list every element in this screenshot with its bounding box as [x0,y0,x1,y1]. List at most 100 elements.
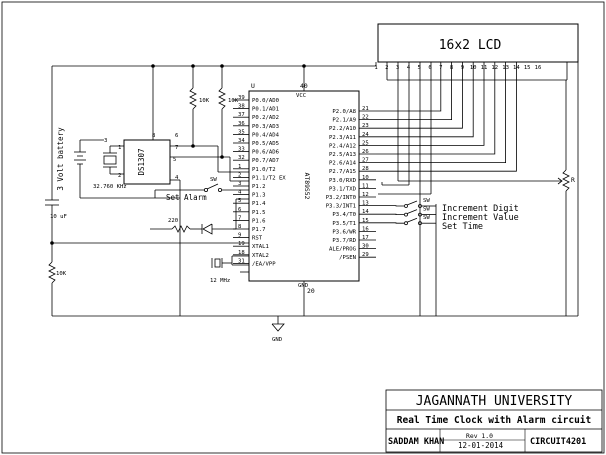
alarm-sw-label: SW [210,177,217,183]
mcu-left-pin-num: 35 [238,129,245,135]
switch-contact [404,221,408,226]
lcd-pin-6: 6 [428,65,431,71]
lcd-pin-5: 5 [418,65,421,71]
junction-scl [191,144,195,148]
mcu-left-pin-label: RST [252,236,263,242]
title-author: SADDAM KHAN [388,437,444,447]
mcu-right-pin-num: 11 [362,183,369,189]
lcd-pin-15: 15 [524,65,531,71]
set-time-label: Set Time [442,222,483,232]
reset-resistor-label: 10K [56,271,67,277]
rtc-pin4: 4 [175,175,179,181]
mcu-left-pin-label: P0.6/AD6 [252,150,279,156]
rtc-pin2: 2 [118,173,121,179]
mcu-left-pin-num: 5 [238,198,241,204]
switch-contact [418,204,422,208]
rtc-pin6: 6 [175,133,178,139]
mcu-right-pin-label: P3.1/TXD [329,186,357,192]
switch-sw-label: SW [423,198,430,204]
mcu-left-pin-num: 31 [238,258,245,264]
mcu-left-pin-label: XTAL2 [252,253,269,259]
set-alarm-switch[interactable] [206,183,219,190]
p3-switch[interactable] [406,209,418,214]
pullup-1-label: 10K [199,98,210,104]
rtc-pin3: 3 [104,138,107,144]
mcu-left-pin-label: P1.2 [252,184,265,190]
lcd-body [377,23,579,63]
junction-rst [50,241,54,245]
title-name: Real Time Clock with Alarm circuit [397,415,591,426]
ground-label: GND [272,337,283,343]
mcu-right-pin-label: P3.6/WR [332,229,356,235]
ground-symbol [271,323,285,332]
mcu-left-pin-num: 38 [238,104,245,110]
rtc-part: DS1307 [137,148,146,175]
mcu-right-pin-label: P3.5/T1 [332,221,356,227]
mcu-gnd-pin: 20 [307,287,315,295]
mcu-right-pin-label: P3.3/INT1 [326,204,356,210]
mcu-left-pin-num: 4 [238,190,242,196]
pot-wiper-arrow [557,177,563,185]
rtc-pin8: 8 [152,133,156,139]
lcd-title: 16x2 LCD [439,38,502,53]
mcu-right-pin-num: 26 [362,149,369,155]
mcu-right-pin-num: 21 [362,106,369,112]
mcu-gnd-label: GND [298,283,309,289]
mcu-right-pin-num: 24 [362,132,369,138]
lcd-data-line [376,62,474,138]
mcu-left-pin-label: P0.1/AD1 [252,107,279,113]
pullup-2-label: 10K [228,98,239,104]
p3-switch-group: SW SW SW [376,198,436,226]
mcu-left-pin-label: P1.3 [252,193,265,199]
mcu-right-pin-num: 30 [362,244,369,250]
mcu-right-pin-num: 14 [362,209,369,215]
mcu-right-pin-label: P2.3/A11 [329,135,356,141]
mcu-left-pin-label: P0.3/AD3 [252,124,279,130]
mcu-right-pin-num: 16 [362,226,369,232]
rtc-chip: DS1307 1 2 6 7 4 8 5 3 [104,133,179,185]
mcu-u-label: U [251,82,255,90]
mcu-left-pin-label: P0.0/AD0 [252,98,279,104]
lcd-data-bus [376,62,517,172]
mcu-right-pin-label: P3.7/RD [332,238,356,244]
mcu-right-pin-label: P2.6/A14 [329,161,357,167]
mcu-right-pin-num: 28 [362,166,369,172]
title-org: JAGANNATH UNIVERSITY [416,394,573,409]
p3-switch[interactable] [406,200,418,206]
mcu-left-pin-num: 6 [238,207,241,213]
switch-sw-label: SW [423,207,430,213]
p3-switch[interactable] [406,217,418,223]
rtc-pin7: 7 [175,145,178,151]
mcu-right-pin-num: 25 [362,140,369,146]
mcu-right-pin-num: 17 [362,235,369,241]
led-resistor-label: 220 [168,218,178,224]
junction-rtc [151,64,155,68]
mcu-left-pin-label: P1.6 [252,218,265,224]
mcu-left-pin-num: 18 [238,250,245,256]
mcu-vcc-label: VCC [296,93,306,99]
mcu-left-pin-num: 32 [238,155,245,161]
mcu-right-pin-num: 22 [362,115,369,121]
mcu-right-pin-num: 12 [362,192,369,198]
mcu-left-pin-num: 3 [238,181,241,187]
mcu-right-pin-label: P2.1/A9 [332,118,356,124]
mcu-left-pin-label: P0.4/AD4 [252,132,280,138]
lcd-data-line [376,62,496,155]
lcd-data-line [376,62,453,120]
mcu-left-pin-label: P0.2/AD2 [252,115,279,121]
mcu-left-pin-label: P0.7/AD7 [252,158,279,164]
mcu-left-pin-num: 1 [238,164,241,170]
junction-r1 [191,64,195,68]
battery-label: 3 Volt battery [56,127,65,191]
switch-contact [418,221,422,226]
switch-sw-label: SW [423,215,430,221]
mcu-right-pin-label: P2.0/A8 [332,109,356,115]
title-block: JAGANNATH UNIVERSITY Real Time Clock wit… [385,389,603,453]
mcu-right-pin-num: 15 [362,218,369,224]
mcu-left-pin-num: 36 [238,121,245,127]
mcu-left-pin-num: 2 [238,172,241,178]
alarm-sw-contact-1 [203,187,208,192]
contrast-pot [562,169,570,192]
